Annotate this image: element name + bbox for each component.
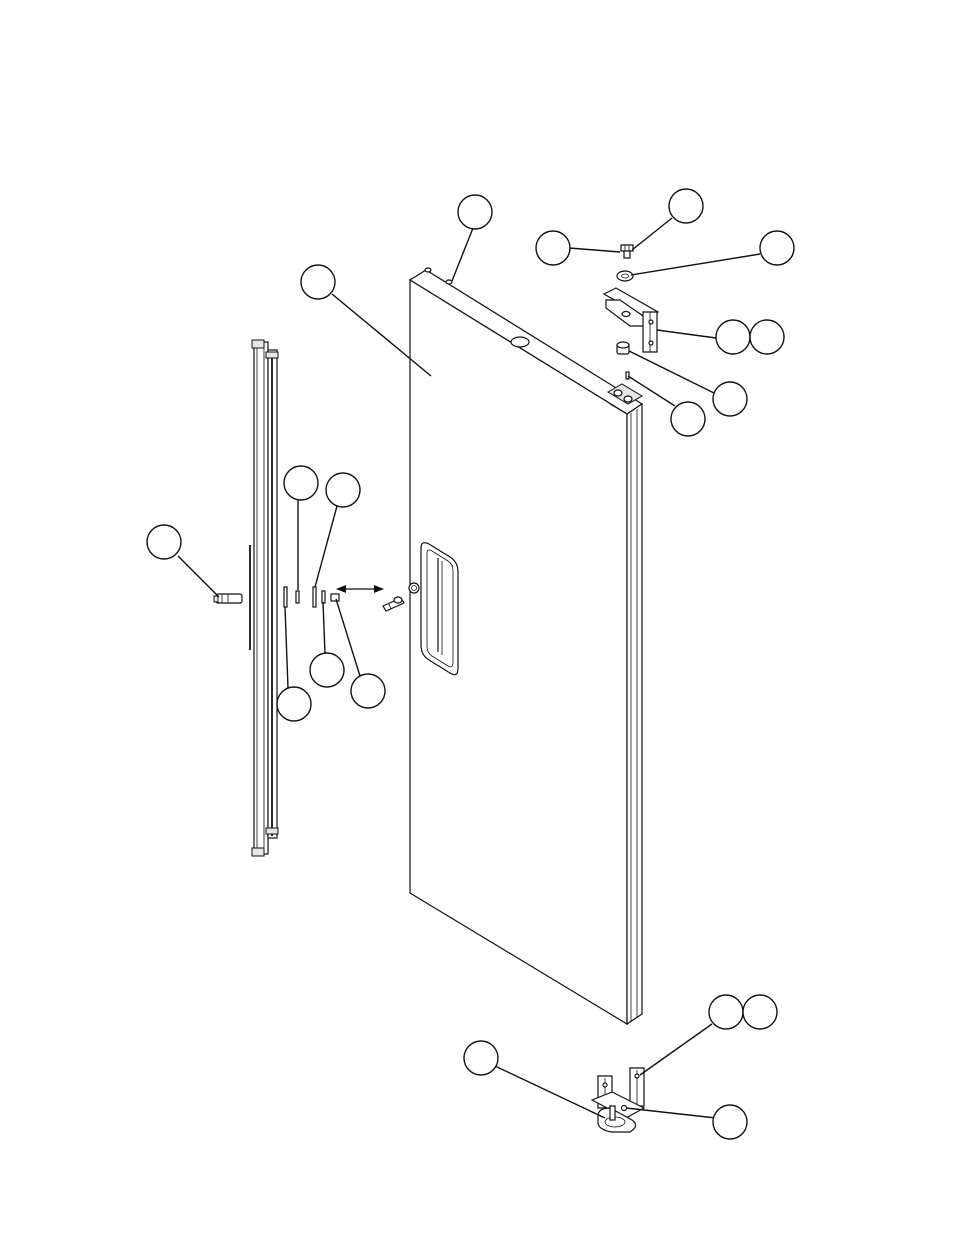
callout-cam-pin xyxy=(351,674,385,708)
cam-pin-part xyxy=(383,597,404,611)
callout-bottom-hinge-b xyxy=(743,995,777,1029)
callout-spacer-d xyxy=(277,687,311,721)
door-gasket xyxy=(250,340,278,856)
callout-top-pin xyxy=(458,195,492,229)
callout-door-panel xyxy=(301,265,335,299)
top-hinge-assembly xyxy=(604,245,658,379)
callout-bottom-hinge-pin xyxy=(464,1041,498,1075)
callout-spacer-b xyxy=(326,473,360,507)
callout-bottom-hinge-a xyxy=(709,995,743,1029)
callout-top-hinge-a xyxy=(716,320,750,354)
callout-bottom-hinge-screw xyxy=(713,1105,747,1139)
callout-top-bolt xyxy=(669,189,703,223)
callout-spacer-c xyxy=(310,653,344,687)
callout-top-washer xyxy=(760,231,794,265)
callout-top-screw xyxy=(671,402,705,436)
callout-top-bolt-left xyxy=(536,231,570,265)
door-handle xyxy=(421,543,458,675)
spacers xyxy=(284,587,339,607)
callout-top-hinge-b xyxy=(750,320,784,354)
callout-gasket-plug xyxy=(147,525,181,559)
bottom-hinge-assembly xyxy=(592,1068,644,1132)
callout-top-bushing xyxy=(713,382,747,416)
double-arrow xyxy=(336,585,384,593)
callout-spacer-a xyxy=(284,466,318,500)
